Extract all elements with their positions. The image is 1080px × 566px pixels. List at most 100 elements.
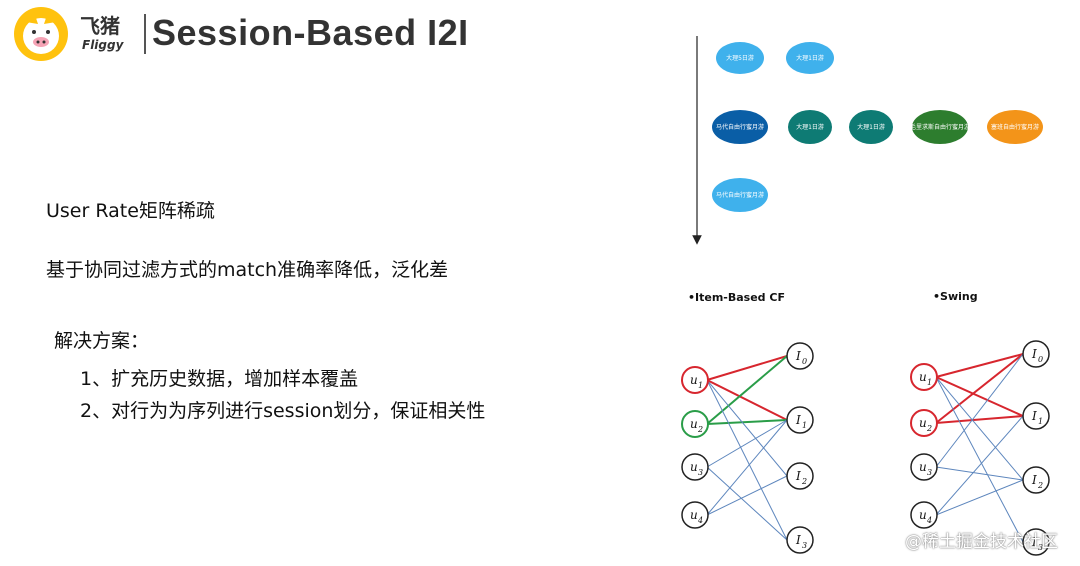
edge (935, 353, 1024, 424)
item-node-subscript: 2 (801, 477, 807, 486)
user-node: u 1 (681, 366, 709, 394)
session-node-label: 马代自由行蜜月游 (716, 191, 764, 199)
user-node-label: u (690, 417, 698, 431)
edge (935, 466, 1024, 481)
item-based-cf-title: •Item-Based CF (688, 291, 785, 304)
item-node-subscript: 1 (802, 421, 807, 430)
edge (935, 415, 1024, 424)
edge (706, 355, 788, 381)
edge (935, 479, 1024, 516)
session-node: 马代自由行蜜月游 (712, 110, 768, 144)
user-node-label: u (919, 370, 927, 384)
item-node-label: I (795, 349, 801, 363)
edge (935, 415, 1024, 516)
edge (706, 355, 788, 425)
item-node-label: I (1031, 409, 1037, 423)
item-node-subscript: 1 (1038, 417, 1043, 426)
edge (706, 419, 788, 425)
page-title: Session-Based I2I (152, 12, 469, 53)
edge (706, 379, 788, 541)
session-node: 大理1日游 (786, 42, 834, 74)
title-divider (144, 14, 146, 54)
user-node: u 3 (681, 453, 709, 481)
session-node: 大理5日游 (716, 42, 764, 74)
solution-item-1: 1、扩充历史数据，增加样本覆盖 (80, 368, 359, 390)
item-node: I 2 (786, 462, 814, 490)
item-node: I 3 (786, 526, 814, 554)
session-node-label: 大理1日游 (857, 123, 885, 131)
user-node-subscript: 1 (927, 378, 932, 387)
edge (706, 419, 788, 516)
user-node-label: u (919, 508, 927, 522)
session-node-label: 塞班自由行蜜月游 (991, 123, 1039, 131)
solution-item-2: 2、对行为为序列进行session划分，保证相关性 (80, 400, 486, 422)
user-node: u 1 (910, 363, 938, 391)
user-node-label: u (690, 508, 698, 522)
user-node: u 4 (681, 501, 709, 529)
sparse-matrix-text: User Rate矩阵稀疏 (46, 200, 215, 222)
session-node-label: 马代自由行蜜月游 (716, 123, 764, 131)
session-node: 塞班自由行蜜月游 (987, 110, 1043, 144)
user-node-subscript: 4 (926, 516, 932, 525)
item-node-subscript: 2 (1037, 481, 1043, 490)
session-node-label: 大理1日游 (796, 54, 824, 62)
user-node: u 4 (910, 501, 938, 529)
edge (935, 353, 1024, 468)
item-node: I 2 (1022, 466, 1050, 494)
item-node-label: I (1031, 473, 1037, 487)
user-node: u 2 (681, 410, 709, 438)
swing-edges (935, 353, 1024, 543)
item-node-label: I (1031, 535, 1037, 549)
item-node: I 0 (1022, 340, 1050, 368)
session-node: 马代自由行蜜月游 (712, 178, 768, 212)
swing-title: •Swing (933, 290, 978, 303)
item-node-subscript: 3 (802, 541, 807, 550)
item-cf-edges (706, 355, 788, 541)
user-node-subscript: 2 (697, 425, 703, 434)
user-node-label: u (919, 416, 927, 430)
session-node-label: 大理1日游 (796, 123, 824, 131)
item-node: I 0 (786, 342, 814, 370)
edge (706, 475, 788, 516)
item-node-label: I (1031, 347, 1037, 361)
edge (935, 376, 1024, 543)
solution-heading: 解决方案： (54, 330, 150, 352)
item-node: I 3 (1022, 528, 1050, 556)
item-node: I 1 (1022, 402, 1050, 430)
edge (935, 353, 1024, 378)
edge (706, 466, 788, 541)
user-node-label: u (690, 460, 698, 474)
item-node-subscript: 3 (1038, 543, 1043, 552)
user-node-label: u (919, 460, 927, 474)
edge (935, 376, 1024, 481)
item-node-subscript: 0 (802, 357, 807, 366)
user-node-subscript: 1 (698, 381, 703, 390)
item-node-label: I (795, 413, 801, 427)
item-node: I 1 (786, 406, 814, 434)
session-node-label: 大理5日游 (726, 54, 754, 62)
accuracy-text: 基于协同过滤方式的match准确率降低，泛化差 (46, 259, 449, 281)
edge (706, 379, 788, 477)
session-node: 大理1日游 (788, 110, 832, 144)
user-node-subscript: 4 (697, 516, 703, 525)
user-node-subscript: 3 (927, 468, 932, 477)
user-node-subscript: 2 (926, 424, 932, 433)
item-node-label: I (795, 533, 801, 547)
fliggy-logo (14, 7, 68, 61)
item-node-subscript: 0 (1038, 355, 1043, 364)
watermark: @稀土掘金技术社区 (905, 532, 1058, 552)
session-node: 大理1日游 (849, 110, 893, 144)
brand-name-en: Fliggy (82, 38, 124, 52)
edge (706, 419, 788, 468)
item-node-label: I (795, 469, 801, 483)
user-node: u 3 (910, 453, 938, 481)
brand-name-cn: 飞猪 (80, 14, 120, 38)
edge (935, 376, 1024, 417)
session-node: 毛里求斯自由行蜜月游 (910, 110, 970, 144)
edge (706, 379, 788, 421)
session-node-label: 毛里求斯自由行蜜月游 (910, 123, 970, 131)
user-node: u 2 (910, 409, 938, 437)
user-node-label: u (690, 373, 698, 387)
user-node-subscript: 3 (698, 468, 703, 477)
